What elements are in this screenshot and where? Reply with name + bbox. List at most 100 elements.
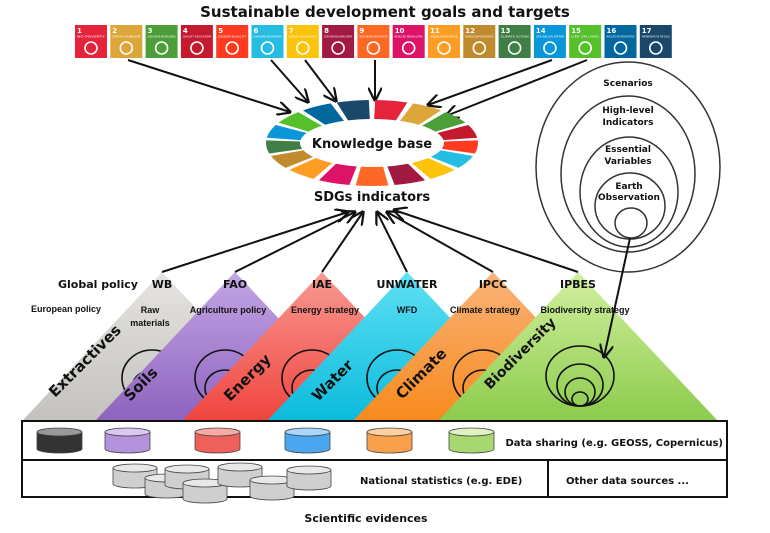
sdg-wheel bbox=[266, 100, 478, 186]
wheel-segment bbox=[336, 100, 370, 121]
database-icon bbox=[366, 427, 413, 454]
organization-label: WB bbox=[152, 278, 173, 291]
high-level-label: High-level bbox=[602, 106, 653, 116]
sdg-pictogram-icon bbox=[613, 41, 628, 55]
sdg-number: 3 bbox=[148, 27, 153, 35]
sdg-number: 1 bbox=[77, 27, 82, 35]
arrow bbox=[127, 59, 290, 112]
nested-ring bbox=[571, 391, 589, 407]
organization-label: IAE bbox=[312, 278, 332, 291]
national-statistics-label: National statistics (e.g. EDE) bbox=[360, 476, 522, 487]
global-policy-label: Global policy bbox=[58, 278, 138, 291]
organization-label: UNWATER bbox=[377, 278, 438, 291]
sdg-label: PEACE, JUSTICE AND STRONG INSTITUTIONS bbox=[607, 36, 635, 39]
wheel-segment bbox=[437, 124, 478, 141]
sdg-pictogram-icon bbox=[472, 41, 487, 55]
sdg-label: LIFE ON LAND bbox=[571, 36, 599, 39]
sdg-label: PARTNERSHIPS FOR THE GOALS bbox=[642, 36, 670, 39]
observation-label: Observation bbox=[598, 193, 660, 203]
wheel-segment bbox=[387, 163, 426, 186]
sdg-label: GOOD HEALTH AND WELL-BEING bbox=[148, 36, 176, 39]
wheel-segment bbox=[302, 103, 344, 125]
arrow bbox=[394, 210, 579, 273]
sdg-arrows bbox=[127, 59, 588, 116]
strategy-label: WFD bbox=[397, 305, 418, 315]
wheel-segment bbox=[422, 112, 466, 132]
sdg-number: 12 bbox=[465, 27, 475, 35]
inner-circle bbox=[614, 207, 648, 239]
sdg-number: 2 bbox=[112, 27, 117, 35]
wheel-segment bbox=[266, 140, 303, 154]
strategy-label-line2: materials bbox=[130, 318, 170, 328]
scientific-evidences-label: Scientific evidences bbox=[304, 512, 428, 525]
sdg-pictogram-icon bbox=[578, 41, 593, 55]
sdg-pictogram-icon bbox=[331, 41, 345, 55]
wheel-segment bbox=[411, 158, 455, 179]
sdg-indicators-label: SDGs indicators bbox=[314, 190, 431, 205]
strategy-label: Agriculture policy bbox=[190, 305, 267, 315]
sdg-label: REDUCED INEQUALITIES bbox=[395, 36, 424, 39]
arrow bbox=[270, 59, 308, 102]
knowledge-base-label: Knowledge base bbox=[312, 137, 432, 152]
wheel-segment bbox=[278, 112, 322, 132]
sdg-pictogram-icon bbox=[84, 41, 98, 55]
arrow bbox=[377, 212, 408, 273]
wheel-segment bbox=[374, 100, 408, 121]
database-icon bbox=[448, 427, 495, 454]
thematic-pillars bbox=[22, 272, 718, 421]
sdg-pictogram-icon bbox=[225, 41, 239, 55]
sdg-label: INDUSTRY, INNOVATION AND INFRASTRUCTURE bbox=[359, 36, 387, 39]
data-sharing-label: Data sharing (e.g. GEOSS, Copernicus) bbox=[505, 438, 723, 449]
sdg-label: CLEAN WATER AND SANITATION bbox=[254, 36, 282, 39]
database-icon bbox=[36, 427, 83, 454]
sdg-label: DECENT WORK AND ECONOMIC GROWTH bbox=[324, 36, 352, 39]
sdg-label: QUALITY EDUCATION bbox=[183, 36, 211, 39]
wheel-segment bbox=[441, 140, 478, 154]
strategy-label: Energy strategy bbox=[291, 305, 359, 315]
sdg-label: SUSTAINABLE CITIES AND COMMUNITIES bbox=[430, 36, 458, 39]
sdg-pictogram-icon bbox=[295, 41, 310, 55]
wheel-segment bbox=[355, 166, 389, 186]
arrow bbox=[446, 59, 588, 116]
arrow bbox=[161, 212, 348, 273]
wheel-segment bbox=[400, 103, 442, 125]
earth-label: Earth bbox=[615, 182, 642, 192]
sdg-pictogram-icon bbox=[507, 41, 522, 55]
sdg-pictogram-icon bbox=[437, 41, 451, 55]
sdg-number: 15 bbox=[571, 27, 581, 35]
wheel-segment bbox=[318, 163, 357, 186]
wheel-segment bbox=[266, 124, 307, 141]
sdg-pictogram-icon bbox=[543, 41, 557, 55]
indicators-label: Indicators bbox=[603, 118, 654, 128]
sdg-number: 7 bbox=[289, 27, 294, 35]
database-icon bbox=[182, 478, 228, 504]
sdg-icon-1: 1NO POVERTY bbox=[75, 25, 107, 58]
wheel-segment bbox=[289, 158, 333, 179]
organization-label: IPBES bbox=[560, 278, 596, 291]
variables-label: Variables bbox=[604, 157, 651, 167]
sdg-label: GENDER EQUALITY bbox=[218, 36, 247, 39]
sdg-number: 10 bbox=[395, 27, 405, 35]
indicator-arrows bbox=[161, 210, 631, 357]
sdg-pictogram-icon bbox=[260, 41, 275, 55]
database-icon bbox=[286, 465, 332, 491]
sdg-label: AFFORDABLE AND CLEAN ENERGY bbox=[289, 36, 317, 39]
sdg-label: NO POVERTY bbox=[77, 36, 106, 39]
sdg-number: 11 bbox=[430, 27, 440, 35]
strategy-label: Biodiversity strategy bbox=[540, 305, 629, 315]
strategy-label: Raw bbox=[141, 305, 161, 315]
organization-label: IPCC bbox=[479, 278, 507, 291]
